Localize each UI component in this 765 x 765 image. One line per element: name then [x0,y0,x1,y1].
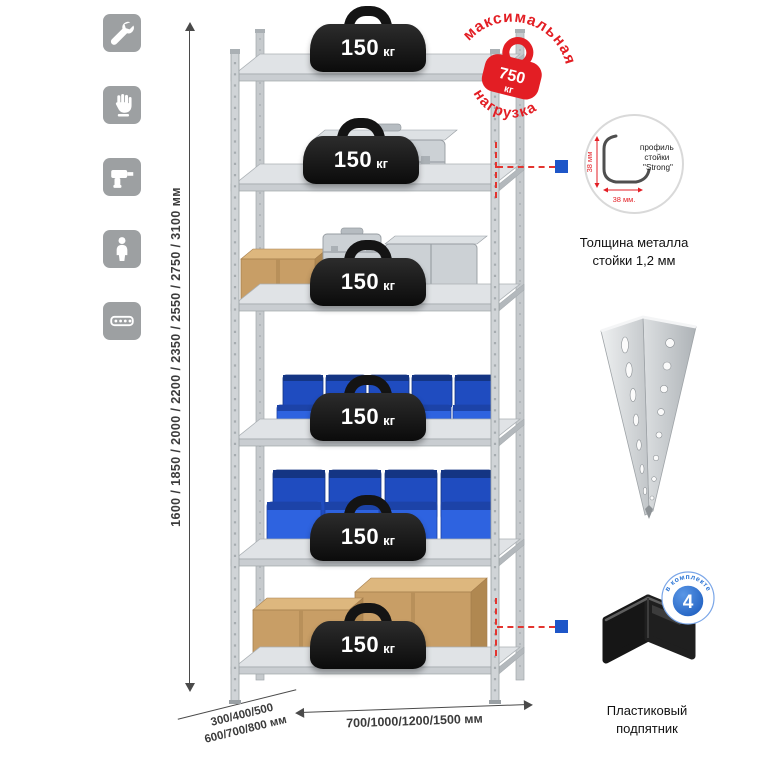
kettlebell-body: 150 кг [310,258,426,306]
person-icon [116,237,128,261]
rear-posts [255,29,525,681]
kettlebell-body: 150 кг [310,513,426,561]
front-posts [229,49,501,704]
shelf-load-weight: 150 кг [310,375,426,441]
foot-flange-left [602,594,652,664]
profile-label-line1: профиль [640,143,674,152]
shelf-load-weight: 150 кг [310,6,426,72]
post-top-edge [600,315,697,333]
feature-tile-gloves [103,86,141,124]
angle-profile-icon [602,134,651,184]
shelf-load-value: 150 [340,524,380,549]
foot-caption-line1: Пластиковый [606,703,688,718]
kettlebell-body: 150 кг [310,24,426,72]
shelf-load-value: 150 [340,35,380,60]
profile-dim-vertical: 38 мм [586,152,594,173]
shelf-load-unit: кг [376,156,389,171]
feature-tile-drill [103,158,141,196]
stamp-load-unit: кг [503,84,515,97]
shelf-load-weight: 150 кг [303,118,419,184]
height-dimension-line [184,22,195,692]
height-dimension-label: 1600 / 1850 / 2000 / 2200 / 2350 / 2550 … [169,187,183,527]
stamp-load-value: 750 [497,65,527,88]
callout-dash-horizontal-top [497,166,555,168]
shelf-load-value: 150 [333,147,373,172]
profile-section-drawing: 38 мм 38 мм. профиль стойки "Strong" [586,134,676,204]
profile-label-line2: стойки [644,153,669,162]
upright-post-image [600,315,697,519]
shelf-load-unit: кг [383,413,396,428]
callout-marker-bottom [555,620,568,633]
feature-tile-person [103,230,141,268]
post-bottom-tip [645,505,653,519]
max-load-stamp: максимальная нагрузка 750 кг [458,0,588,129]
badge-value: 4 [683,592,694,613]
post-round-holes [649,338,675,501]
shelf-load-weight: 150 кг [310,240,426,306]
callout-dash-vertical-top [495,142,497,198]
wrench-icon [110,21,134,45]
drill-icon [111,169,134,188]
callout-dash-vertical-bottom [495,598,497,656]
shelf-load-value: 150 [340,404,380,429]
perforated-strip-icon [110,315,134,327]
shelf-load-weight: 150 кг [310,603,426,669]
shelf-load-unit: кг [383,278,396,293]
shelf-load-value: 150 [340,632,380,657]
width-dimension-label: 700/1000/1200/1500 мм [345,711,484,731]
shelf-load-value: 150 [340,269,380,294]
included-quantity-badge: в комплекте 4 [661,571,715,625]
profile-dim-horizontal: 38 мм. [613,195,636,204]
profile-callout-circle: 38 мм 38 мм. профиль стойки "Strong" [584,114,684,214]
shelf-load-unit: кг [383,533,396,548]
post-slot-holes [621,336,647,496]
kettlebell-body: 150 кг [310,621,426,669]
svg-text:профиль стойки: профиль стойки "Strong" [640,143,676,172]
kettlebell-body: 150 кг [310,393,426,441]
callout-marker-top [555,160,568,173]
profile-label-line3: "Strong" [643,163,673,172]
profile-caption: Толщина металла стойки 1,2 мм [566,234,702,269]
shelf-load-unit: кг [383,641,396,656]
profile-caption-line2: стойки 1,2 мм [592,252,676,268]
feature-tile-perforation [103,302,141,340]
stamp-kettlebell-icon: 750 кг [481,37,542,100]
foot-caption-line2: подпятник [616,720,678,736]
shelf-load-unit: кг [383,44,396,59]
profile-caption-line1: Толщина металла [579,235,689,250]
foot-caption: Пластиковый подпятник [572,702,722,737]
shelf-load-weight: 150 кг [310,495,426,561]
kettlebell-body: 150 кг [303,136,419,184]
feature-tile-assembly [103,14,141,52]
glove-icon [115,93,132,117]
callout-dash-horizontal-bottom [497,626,555,628]
